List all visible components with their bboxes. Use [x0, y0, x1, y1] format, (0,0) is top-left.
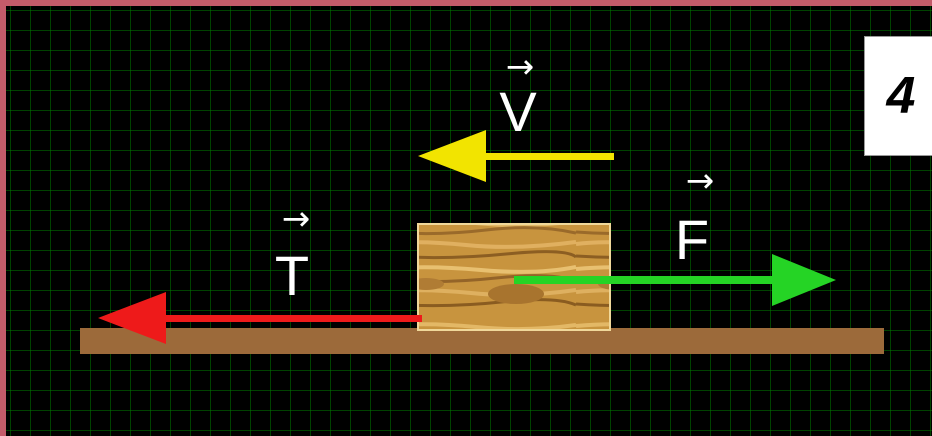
panel-number-badge: 4 — [864, 36, 932, 156]
diagram-canvas — [80, 130, 884, 354]
tension-label: T — [274, 244, 310, 307]
tension-arrow-symbol: → — [281, 199, 311, 239]
velocity-label: V — [499, 80, 537, 143]
tension-vector-arrow — [98, 292, 422, 344]
ground-surface — [80, 328, 884, 354]
force-arrow-symbol: → — [685, 161, 715, 201]
force-vector-arrow — [514, 254, 836, 306]
velocity-vector-arrow — [418, 130, 614, 182]
velocity-arrow-symbol: → — [505, 47, 535, 87]
force-label: F — [674, 208, 710, 271]
